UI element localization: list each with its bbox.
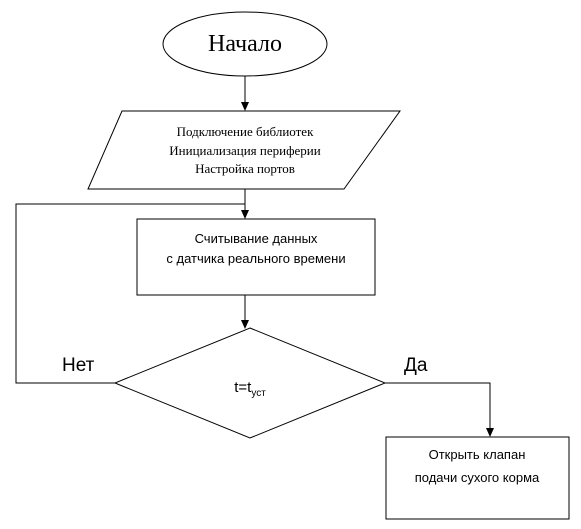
decision-condition-subscript: уст (251, 388, 266, 399)
no-branch-label: Нет (62, 355, 95, 376)
arrowhead-yes-branch (486, 428, 494, 437)
start-label: Начало (208, 31, 282, 57)
action-line-2: подачи сухого корма (415, 470, 540, 485)
yes-branch-connector (385, 382, 491, 428)
arrowhead-read-to-decision (241, 320, 249, 329)
decision-condition: t=tуст (234, 379, 266, 399)
arrowhead-init-to-read (241, 210, 249, 219)
yes-branch-label: Да (404, 355, 428, 376)
init-line-2: Инициализация периферии (169, 143, 320, 158)
open-valve-block (385, 436, 570, 520)
decision-diamond (113, 327, 387, 439)
arrowhead-start-to-init (241, 102, 249, 111)
read-process-block (136, 218, 376, 296)
decision-condition-base: t=t (234, 379, 252, 396)
action-line-1: Открыть клапан (429, 447, 526, 462)
init-line-1: Подключение библиотек (177, 124, 314, 139)
init-line-3: Настройка портов (195, 161, 295, 176)
read-line-2: с датчика реального времени (166, 251, 345, 266)
read-line-1: Считывание данных (195, 231, 318, 246)
init-io-block (87, 110, 401, 190)
loop-back-connector (15, 203, 245, 384)
